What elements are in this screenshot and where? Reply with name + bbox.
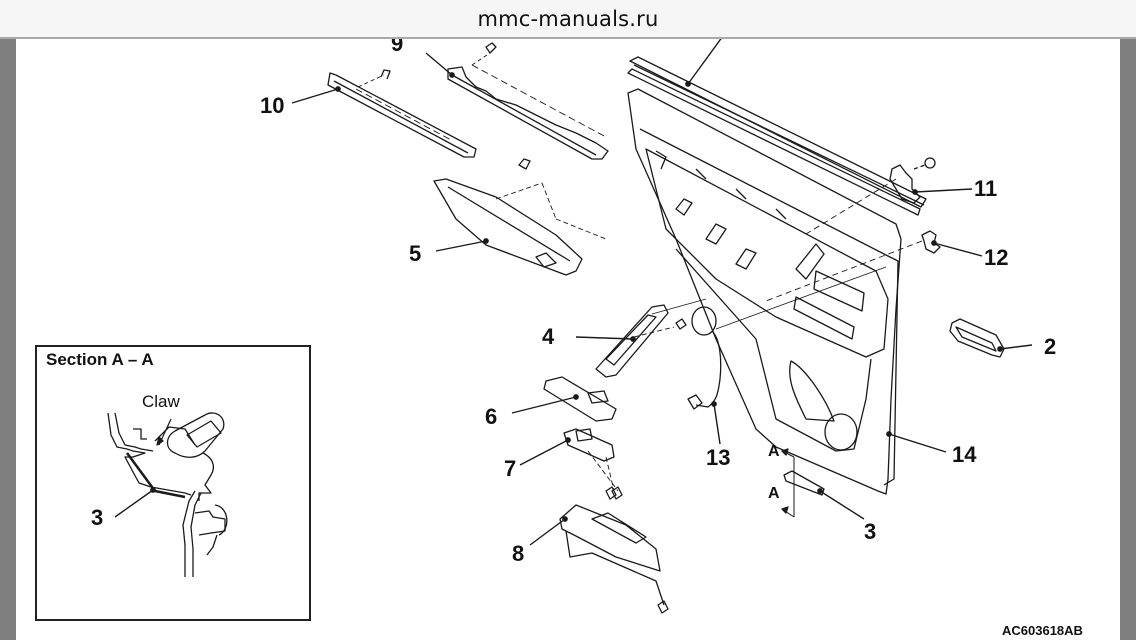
section-aa-box: Section A – A Claw 3	[35, 345, 311, 621]
claw-label: Claw	[142, 392, 180, 411]
part-12-clip	[765, 230, 983, 302]
callout-2: 2	[1044, 334, 1057, 359]
section-marker-top: A	[768, 443, 780, 460]
callout-3: 3	[864, 519, 877, 544]
callout-6: 6	[485, 404, 498, 429]
callout-8: 8	[512, 541, 525, 566]
callout-5: 5	[409, 241, 422, 266]
part-1-weatherstrip	[627, 39, 927, 216]
section-aa-drawing	[107, 412, 228, 577]
part-3-clip	[781, 448, 865, 520]
callout-4: 4	[542, 324, 555, 349]
part-11-bracket	[805, 157, 973, 235]
part-9-trim-strip	[425, 42, 609, 160]
callout-13: 13	[706, 445, 731, 470]
section-callout-3: 3	[91, 505, 104, 530]
exploded-diagram	[107, 39, 1033, 614]
part-10-trim-strip	[291, 69, 477, 158]
callout-12: 12	[984, 245, 1009, 270]
part-5-switch-panel	[433, 158, 607, 276]
part-4-pull-handle	[575, 298, 707, 378]
callout-9: 9	[391, 39, 404, 56]
callout-14: 14	[952, 442, 977, 467]
site-title: mmc-manuals.ru	[477, 7, 659, 31]
figure-code: AC603618AB	[1002, 623, 1083, 638]
browser-header: mmc-manuals.ru	[0, 0, 1136, 39]
callout-11: 11	[974, 176, 998, 201]
part-7-window-switch	[519, 428, 623, 500]
section-title: Section A – A	[46, 350, 154, 369]
part-14-door-trim	[627, 88, 947, 495]
callout-10: 10	[260, 93, 285, 118]
callout-7: 7	[504, 456, 517, 481]
part-2-inner-handle-bezel	[949, 318, 1033, 358]
part-6-switch-bezel	[511, 376, 617, 422]
section-marker-bottom: A	[768, 485, 780, 502]
part-13-speaker-harness	[687, 266, 887, 445]
part-8-armrest-cover	[529, 486, 669, 614]
diagram-page: 9 10 5 11 12 2 4 6 7 8 13 14 3 A A Secti…	[16, 39, 1120, 640]
